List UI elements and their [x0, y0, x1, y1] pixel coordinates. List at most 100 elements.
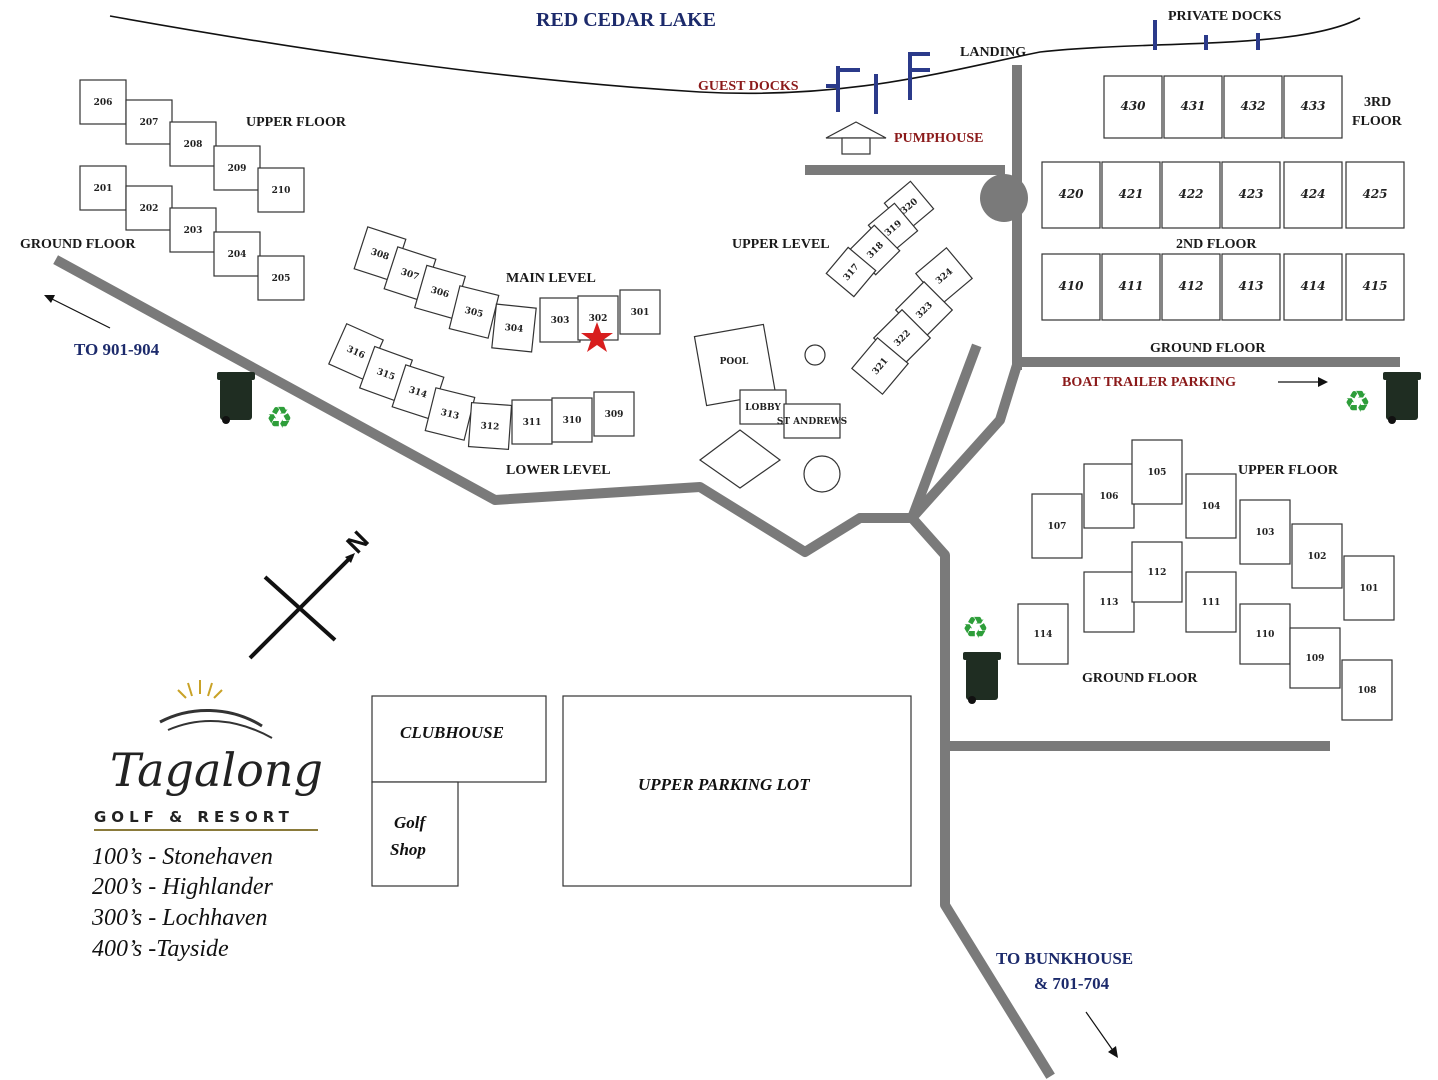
st-andrews-label: ST ANDREWS	[777, 417, 847, 427]
unit: 114	[1017, 603, 1069, 665]
to-bunkhouse-arrowhead	[1108, 1046, 1118, 1058]
unit-number: 109	[1306, 654, 1325, 664]
trash-bin-icon	[963, 652, 1001, 704]
unit: 319	[867, 202, 919, 254]
highlander-upper-label: UPPER FLOOR	[246, 115, 347, 130]
golf-shop-label-2: Shop	[390, 840, 426, 859]
pumphouse-label: PUMPHOUSE	[894, 131, 983, 146]
boat-trailer-arrowhead	[1318, 377, 1328, 387]
unit: 424	[1283, 161, 1343, 229]
unit-number: 208	[184, 140, 203, 150]
unit-number: 101	[1360, 584, 1379, 594]
legend-200s: 200’s - Highlander	[92, 874, 274, 900]
unit: 415	[1345, 253, 1405, 321]
unit: 432	[1223, 75, 1283, 139]
unit-number: 107	[1048, 522, 1067, 532]
unit-number: 104	[1202, 502, 1221, 512]
unit: 105	[1131, 439, 1183, 505]
unit-number: 204	[228, 250, 247, 260]
tayside-third-label: 3RD	[1364, 95, 1391, 110]
tayside-ground-label: GROUND FLOOR	[1150, 341, 1266, 356]
unit-number: 430	[1120, 99, 1146, 113]
unit: 113	[1083, 571, 1135, 633]
unit-number: 424	[1300, 187, 1325, 201]
unit: 208	[169, 121, 217, 167]
unit: 204	[213, 231, 261, 277]
upper-parking-box	[562, 695, 912, 887]
unit: 433	[1283, 75, 1343, 139]
unit: 210	[257, 167, 305, 213]
unit: 313	[424, 387, 476, 441]
unit: 104	[1185, 473, 1237, 539]
unit: 321	[850, 336, 910, 396]
unit: 112	[1131, 541, 1183, 603]
upper-parking-label: UPPER PARKING LOT	[638, 775, 810, 794]
unit: 108	[1341, 659, 1393, 721]
unit-number: 313	[439, 408, 460, 422]
unit: 310	[551, 397, 593, 443]
north-arrow: N	[248, 525, 375, 660]
unit: 201	[79, 165, 127, 211]
unit-number: 306	[429, 286, 450, 301]
unit: 101	[1343, 555, 1395, 621]
unit-number: 111	[1202, 598, 1221, 608]
unit-number: 423	[1238, 187, 1263, 201]
unit-number: 103	[1256, 528, 1275, 538]
unit-number: 114	[1034, 630, 1053, 640]
unit: 107	[1031, 493, 1083, 559]
clubhouse-box	[371, 695, 547, 783]
unit-number: 108	[1358, 686, 1377, 696]
pool-label: POOL	[720, 357, 749, 367]
unit: 421	[1101, 161, 1161, 229]
unit: 203	[169, 207, 217, 253]
unit: 414	[1283, 253, 1343, 321]
legend: 100’s - Stonehaven 200’s - Highlander 30…	[91, 844, 274, 962]
unit-number: 410	[1058, 279, 1084, 293]
unit-number: 412	[1178, 279, 1203, 293]
unit: 431	[1163, 75, 1223, 139]
golf-shop-label-1: Golf	[394, 813, 428, 832]
north-label: N	[340, 525, 374, 559]
trash-bin-icon	[1383, 372, 1421, 424]
tayside-third-floor-label: FLOOR	[1352, 114, 1403, 129]
lochhaven-upper-label: UPPER LEVEL	[732, 237, 830, 252]
st-andrews-area: ST ANDREWS	[777, 403, 847, 439]
unit-number: 106	[1100, 492, 1119, 502]
unit: 303	[539, 297, 581, 343]
golf-shop-box	[371, 781, 459, 887]
unit: 305	[448, 285, 500, 339]
unit: 420	[1041, 161, 1101, 229]
landing-label: LANDING	[960, 45, 1026, 60]
to-901-arrow	[45, 295, 111, 329]
legend-400s: 400’s -Tayside	[92, 936, 229, 962]
unit-number: 310	[563, 416, 582, 426]
lake-title: RED CEDAR LAKE	[536, 9, 716, 31]
unit-number: 312	[480, 421, 499, 432]
unit-number: 309	[605, 410, 624, 420]
unit-number: 420	[1058, 187, 1084, 201]
private-docks	[1153, 20, 1260, 50]
unit: 422	[1161, 161, 1221, 229]
unit: 312	[467, 402, 513, 450]
guest-docks	[826, 52, 930, 114]
unit-number: 113	[1100, 598, 1119, 608]
unit-number: 201	[94, 184, 113, 194]
unit: 207	[125, 99, 173, 145]
resort-logo: Tagalong GOLF & RESORT	[94, 680, 323, 831]
recycle-icon: ♻	[266, 401, 293, 436]
unit: 206	[79, 79, 127, 125]
unit: 205	[257, 255, 305, 301]
logo-subtitle: GOLF & RESORT	[94, 808, 294, 826]
unit: 109	[1289, 627, 1341, 689]
sun-icon	[177, 680, 223, 699]
lobby-label: LOBBY	[745, 403, 781, 413]
unit: 202	[125, 185, 173, 231]
unit: 103	[1239, 499, 1291, 565]
to-bunkhouse-label-1: TO BUNKHOUSE	[996, 949, 1133, 968]
unit-number: 411	[1118, 279, 1143, 293]
legend-300s: 300’s - Lochhaven	[91, 905, 268, 931]
